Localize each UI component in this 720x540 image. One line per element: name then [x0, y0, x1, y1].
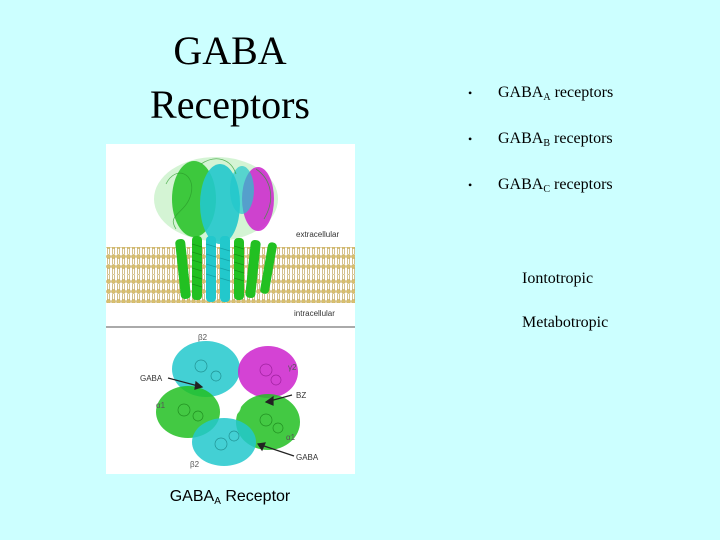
- beta2-bottom-label: β2: [190, 460, 200, 469]
- receptor-type-list: • GABAA receptors • GABAB receptors • GA…: [468, 78, 708, 216]
- title-line-2: Receptors: [118, 78, 342, 132]
- page-title: GABA Receptors: [118, 24, 342, 132]
- caption-base: GABA: [170, 488, 214, 505]
- gaba-site-label-left: GABA: [140, 374, 163, 383]
- bullet-subscript: A: [543, 92, 550, 103]
- extracellular-label: extracellular: [296, 230, 339, 239]
- list-item-gaba-a: • GABAA receptors: [468, 78, 708, 124]
- bullet-marker: •: [468, 170, 472, 200]
- bullet-rest: receptors: [554, 130, 613, 147]
- receptor-structure-figure: extracellular intracellular: [106, 144, 355, 474]
- ionotropic-note: Iontotropic: [522, 270, 593, 288]
- list-item-gaba-b: • GABAB receptors: [468, 124, 708, 170]
- alpha1-left-label: α1: [156, 401, 166, 410]
- caption-subscript: A: [214, 496, 221, 507]
- caption-rest: Receptor: [225, 488, 290, 505]
- bullet-rest: receptors: [555, 84, 614, 101]
- list-item-gaba-c: • GABAC receptors: [468, 170, 708, 216]
- bz-site-label: BZ: [296, 391, 306, 400]
- gamma2-label: γ2: [288, 363, 297, 372]
- receptor-top-view: [156, 341, 300, 466]
- metabotropic-note: Metabotropic: [522, 314, 608, 332]
- bullet-base: GABA: [498, 130, 543, 147]
- lipid-bilayer: [106, 247, 355, 303]
- bullet-subscript: C: [543, 184, 550, 195]
- receptor-structure-image: extracellular intracellular: [106, 144, 355, 474]
- bullet-marker: •: [468, 124, 472, 154]
- gaba-site-label-bottom: GABA: [296, 453, 319, 462]
- bullet-base: GABA: [498, 84, 543, 101]
- bullet-marker: •: [468, 78, 472, 108]
- intracellular-label: intracellular: [294, 309, 335, 318]
- bullet-rest: receptors: [554, 176, 613, 193]
- figure-caption: GABAA Receptor: [160, 488, 300, 506]
- bullet-base: GABA: [498, 176, 543, 193]
- beta2-top-label: β2: [198, 333, 208, 342]
- title-line-1: GABA: [118, 24, 342, 78]
- bullet-subscript: B: [543, 138, 550, 149]
- alpha1-right-label: α1: [286, 433, 296, 442]
